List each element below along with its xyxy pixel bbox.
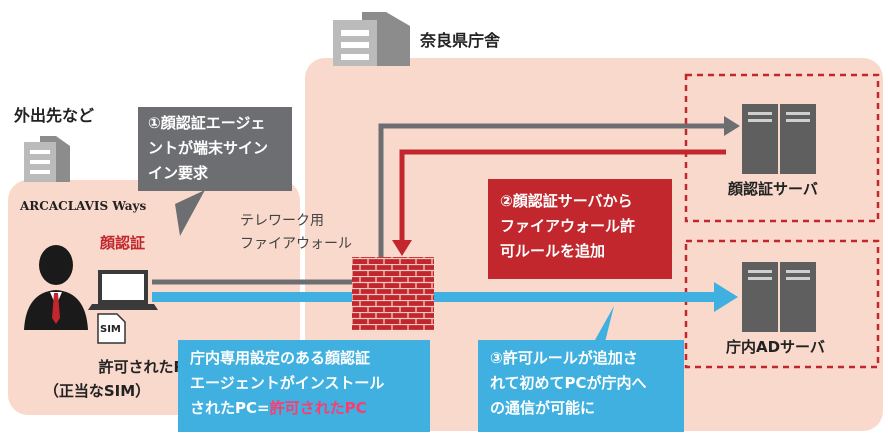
face-auth-server-icon (742, 104, 816, 174)
user-avatar-icon (24, 245, 88, 330)
laptop-icon (88, 270, 158, 310)
sim-card-icon (97, 313, 126, 344)
remote-building-icon (24, 136, 70, 182)
step1-callout-tail (175, 190, 205, 236)
step2-callout: ②顔認証サーバから ファイアウォール許 可ルールを追加 (488, 179, 672, 279)
request-arrowhead (724, 116, 740, 136)
sim-label: SIM (100, 324, 121, 335)
permitted-pc-label: 許可されたPC （正当なSIM） (43, 358, 196, 400)
permitted-traffic-arrowhead (714, 282, 738, 312)
firewall-icon (352, 257, 434, 330)
remote-location-label: 外出先など (14, 106, 95, 125)
rule-push-arrow (399, 149, 726, 242)
building-icon (333, 12, 410, 66)
nara-office-label: 奈良県庁舎 (420, 31, 501, 50)
agent-callout: 庁内専用設定のある顔認証 エージェントがインストール されたPC=許可されたPC (178, 340, 430, 432)
product-logo: ARCACLAVIS Ways (20, 199, 147, 213)
face-auth-label: 顔認証 (100, 234, 146, 252)
permitted-pc-highlight: 許可されたPC (269, 399, 367, 417)
ad-server-box (684, 239, 880, 369)
ad-server-icon (742, 262, 816, 332)
ad-server-label: 庁内ADサーバ (726, 338, 825, 356)
step1-callout: ①顔認証エージェ ントが端末サイン イン要求 (138, 107, 292, 191)
rule-push-arrowhead (392, 240, 412, 256)
face-server-box (684, 73, 880, 223)
firewall-label: テレワーク用 ファイアウォール (240, 213, 352, 252)
step3-callout: ③許可ルールが追加さ れて初めてPCが庁内へ の通信が可能に (478, 340, 684, 432)
face-auth-server-label: 顔認証サーバ (728, 180, 818, 198)
request-arrow (152, 123, 726, 285)
